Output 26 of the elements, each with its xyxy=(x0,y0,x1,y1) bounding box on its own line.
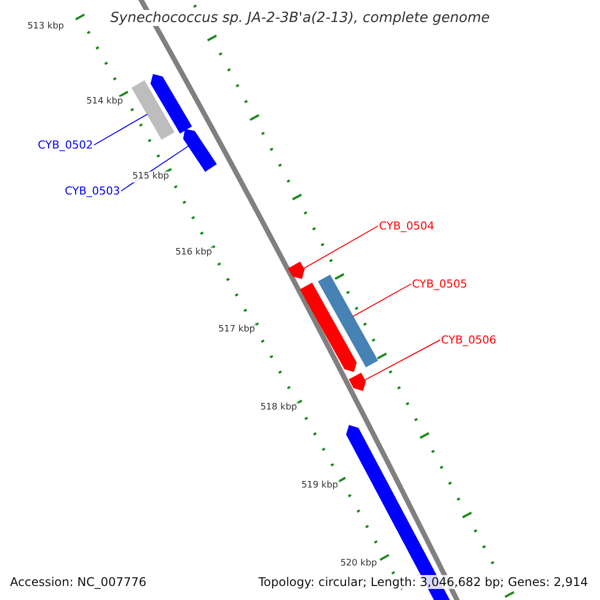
accession-text: Accession: NC_007776 xyxy=(9,575,148,589)
gene-label: CYB_0505 xyxy=(412,278,468,290)
tick-label: 513 kbp xyxy=(26,22,65,32)
gene-feature xyxy=(150,74,192,134)
tick-label: 519 kbp xyxy=(300,480,339,492)
gene-label: CYB_0502 xyxy=(38,140,93,150)
tick-label: 520 kbp xyxy=(339,558,378,570)
tick-label: 517 kbp xyxy=(217,324,256,336)
gene-feature xyxy=(288,262,305,279)
tick-label: 515 kbp xyxy=(131,172,170,182)
gene-feature xyxy=(318,274,378,368)
gene-label: CYB_0503 xyxy=(64,186,120,196)
gene-feature xyxy=(348,372,366,391)
leader-line xyxy=(364,340,440,381)
leader-line xyxy=(352,284,412,317)
tick-label: 518 kbp xyxy=(259,402,298,414)
leader-line xyxy=(94,114,148,146)
tick-label: 514 kbp xyxy=(85,96,124,108)
tick-label: 516 kbp xyxy=(174,248,213,258)
genome-summary: Topology: circular; Length: 3,046,682 bp; Genes: 2,914 xyxy=(257,575,589,589)
gene-feature xyxy=(300,282,357,372)
gene-label: CYB_0504 xyxy=(379,220,434,232)
gene-feature xyxy=(183,129,217,172)
gene-feature xyxy=(132,80,174,140)
gene-label: CYB_0506 xyxy=(441,334,496,346)
leader-line xyxy=(303,226,378,270)
